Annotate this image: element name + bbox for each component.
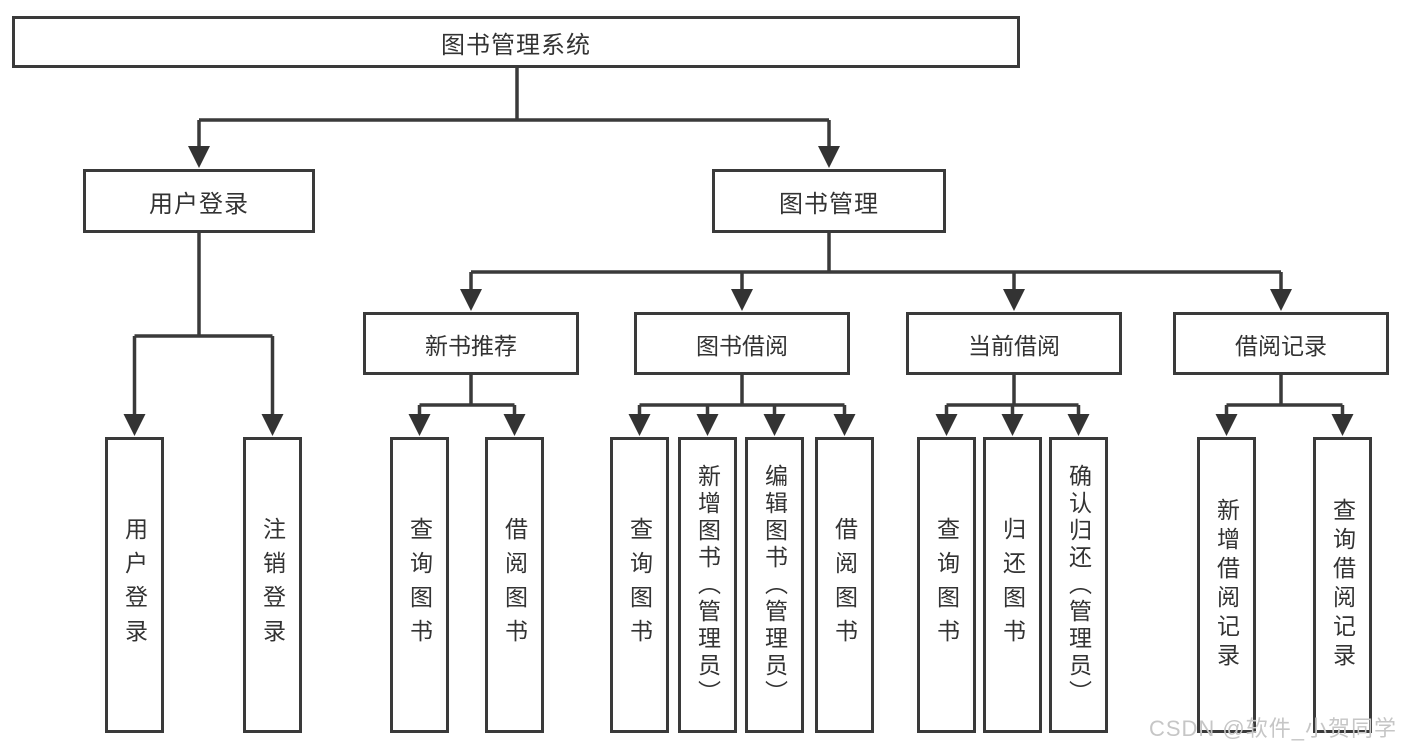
leaf-add-books-admin: 新增图书（管理员） — [678, 437, 737, 733]
arrowhead-icon — [818, 146, 840, 168]
arrowhead-icon — [123, 414, 146, 436]
edge-root-to-level2 — [197, 68, 831, 148]
arrowhead-icon — [1003, 289, 1025, 311]
leaf-confirm-return-admin: 确认归还（管理员） — [1049, 437, 1108, 733]
arrowhead-icon — [628, 414, 651, 436]
leaf-borrow-books-recommend: 借阅图书 — [485, 437, 544, 733]
leaf-return-books: 归还图书 — [983, 437, 1042, 733]
node-user-login: 用户登录 — [83, 169, 315, 233]
leaf-user-login: 用户登录 — [105, 437, 164, 733]
arrowhead-icon — [763, 414, 786, 436]
node-borrowing-records: 借阅记录 — [1173, 312, 1389, 375]
arrowhead-icon — [460, 289, 482, 311]
edge-bookborrow-to-leaves — [637, 375, 847, 416]
leaf-add-borrow-record: 新增借阅记录 — [1197, 437, 1256, 733]
arrowhead-icon — [261, 414, 284, 436]
leaf-query-books-borrowing: 查询图书 — [610, 437, 669, 733]
arrowhead-icon — [1067, 414, 1090, 436]
node-new-book-recommendation: 新书推荐 — [363, 312, 579, 375]
edge-bookmgmt-to-level3 — [469, 233, 1283, 291]
arrowhead-icon — [408, 414, 431, 436]
node-current-borrowing: 当前借阅 — [906, 312, 1122, 375]
arrowhead-icon — [1270, 289, 1292, 311]
node-book-management: 图书管理 — [712, 169, 946, 233]
arrowhead-icon — [503, 414, 526, 436]
edge-newbookrec-to-leaves — [417, 375, 517, 416]
arrowhead-icon — [1331, 414, 1354, 436]
arrowhead-icon — [731, 289, 753, 311]
edge-borrowrecords-to-leaves — [1224, 375, 1345, 416]
arrowhead-icon — [1215, 414, 1238, 436]
leaf-borrow-books: 借阅图书 — [815, 437, 874, 733]
edge-currentborrow-to-leaves — [944, 375, 1081, 416]
arrowhead-icon — [935, 414, 958, 436]
leaf-edit-books-admin: 编辑图书（管理员） — [745, 437, 804, 733]
csdn-watermark: CSDN @软件_小贺同学 — [1148, 716, 1397, 741]
leaf-query-books-current: 查询图书 — [917, 437, 976, 733]
edge-userlogin-to-leaves — [132, 233, 275, 416]
arrowhead-icon — [188, 146, 210, 168]
leaf-logout: 注销登录 — [243, 437, 302, 733]
arrowhead-icon — [696, 414, 719, 436]
leaf-query-books-recommend: 查询图书 — [390, 437, 449, 733]
arrowhead-icon — [1001, 414, 1024, 436]
leaf-query-borrow-record: 查询借阅记录 — [1313, 437, 1372, 733]
node-book-borrowing: 图书借阅 — [634, 312, 850, 375]
arrowhead-icon — [833, 414, 856, 436]
node-library-management-system: 图书管理系统 — [12, 16, 1020, 68]
